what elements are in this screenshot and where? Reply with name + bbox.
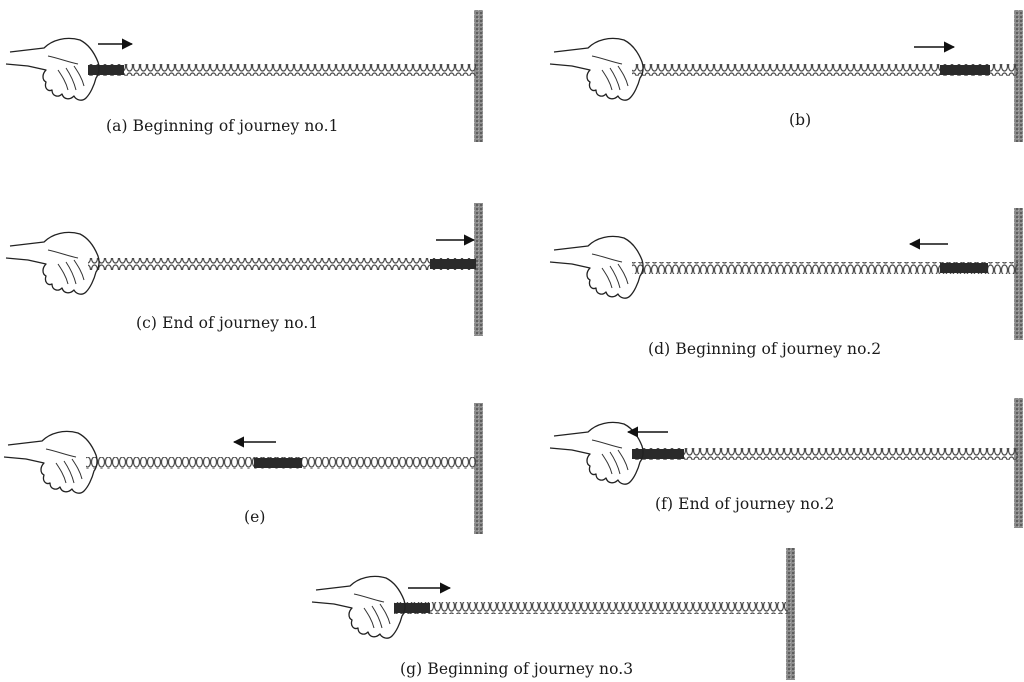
panel-c <box>5 203 483 336</box>
spring-c <box>88 258 476 270</box>
caption-e: (e) <box>244 508 266 526</box>
caption-g: (g) Beginning of journey no.3 <box>400 660 634 678</box>
pulse-f <box>632 449 684 459</box>
hand-icon <box>549 235 644 299</box>
wall-a <box>474 10 483 142</box>
pulse-b <box>940 65 990 75</box>
wall-f <box>1014 398 1023 528</box>
pulse-d <box>940 263 988 273</box>
hand-icon <box>5 231 100 295</box>
wall-e <box>474 403 483 534</box>
pulse-c <box>430 259 476 269</box>
panel-e <box>3 403 483 534</box>
panel-b <box>549 10 1023 142</box>
spring-a <box>88 64 476 76</box>
spring-d <box>632 262 1018 274</box>
pulse-a <box>88 65 124 75</box>
wall-c <box>474 203 483 336</box>
wall-d <box>1014 208 1023 340</box>
wall-g <box>786 548 795 680</box>
panel-f <box>549 398 1023 528</box>
hand-icon <box>5 37 100 101</box>
wall-b <box>1014 10 1023 142</box>
caption-f: (f) End of journey no.2 <box>655 495 835 513</box>
panel-g <box>311 548 795 680</box>
panel-d <box>549 208 1023 340</box>
caption-b: (b) <box>789 111 812 129</box>
hand-icon <box>311 575 406 639</box>
caption-d: (d) Beginning of journey no.2 <box>648 340 882 358</box>
spring-g <box>394 602 788 614</box>
pulse-g <box>394 603 430 613</box>
hand-icon <box>3 430 98 494</box>
pulse-e <box>254 458 302 468</box>
hand-icon <box>549 37 644 101</box>
panel-a <box>5 10 483 142</box>
spring-f <box>632 448 1018 460</box>
caption-a: (a) Beginning of journey no.1 <box>106 117 339 135</box>
caption-c: (c) End of journey no.1 <box>136 314 319 332</box>
spring-b <box>632 64 1018 76</box>
